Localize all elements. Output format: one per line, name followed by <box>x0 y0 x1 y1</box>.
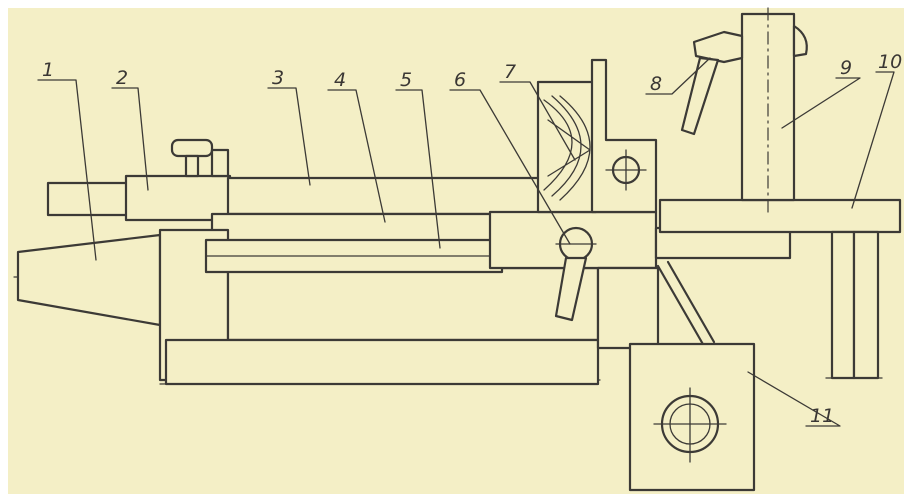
clamp-lever-handle <box>680 56 720 136</box>
clamp-block <box>210 148 230 178</box>
label-7: 7 <box>504 61 516 83</box>
diagonal-strut-2 <box>666 260 716 344</box>
label-8: 8 <box>650 73 662 95</box>
housing-base <box>164 338 600 386</box>
clamp-knob-stem <box>184 154 200 178</box>
fixture-block <box>628 342 756 492</box>
support-leg-left <box>830 230 856 380</box>
mandrel-collar <box>124 174 232 222</box>
carriage-lower <box>596 266 660 350</box>
clamp-knob-cap <box>170 138 214 158</box>
clamp-lever-head <box>692 30 744 64</box>
label-9: 9 <box>840 57 852 79</box>
label-2: 2 <box>116 67 128 89</box>
cross-bar <box>658 198 902 234</box>
gauge-bracket <box>590 58 658 214</box>
gauge-arcs <box>543 95 591 201</box>
lock-lever-handle <box>554 256 588 322</box>
leader-lines <box>37 57 895 427</box>
support-leg-right <box>852 230 880 380</box>
diagonal-strut-1 <box>656 264 706 348</box>
label-5: 5 <box>400 69 412 91</box>
label-1: 1 <box>42 59 54 81</box>
label-6: 6 <box>454 69 466 91</box>
label-3: 3 <box>272 67 284 89</box>
label-10: 10 <box>878 51 902 73</box>
label-11: 11 <box>810 405 834 427</box>
housing-body <box>226 266 600 342</box>
label-4: 4 <box>334 69 346 91</box>
column-top-cap <box>792 24 808 58</box>
